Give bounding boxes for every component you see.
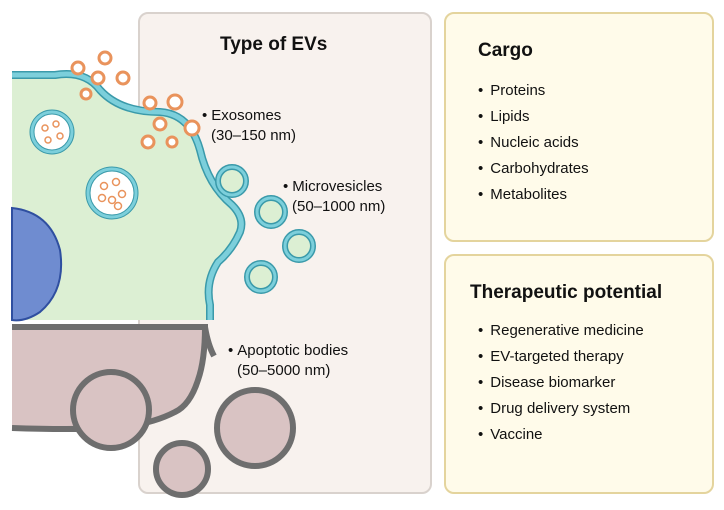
microvesicles (215, 164, 316, 294)
list-item: Proteins (478, 78, 589, 104)
bullet: • (202, 107, 208, 124)
exosomes (70, 50, 201, 150)
apoptotic-bodies (70, 369, 296, 498)
ev-types-title: Type of EVs (220, 34, 328, 55)
apoptotic-membrane (202, 326, 217, 358)
apoptotic-label: •Apoptotic bodies (50–5000 nm) (228, 341, 348, 381)
list-item: Drug delivery system (478, 396, 644, 422)
list-item: Regenerative medicine (478, 318, 643, 344)
exosomes-size: (30–150 nm) (211, 127, 297, 144)
list-item: Vaccine (478, 422, 644, 448)
exosomes-name: Exosomes (211, 107, 282, 124)
cargo-title: Cargo (478, 40, 533, 61)
list-item: Nucleic acids (478, 130, 589, 156)
list-item: Metabolites (478, 182, 589, 208)
microvesicles-label: •Microvesicles (50–1000 nm) (283, 177, 385, 217)
cell-membrane-inner (12, 71, 244, 320)
microvesicles-name: Microvesicles (292, 178, 383, 195)
nucleus (11, 206, 63, 322)
bullet: • (228, 342, 234, 359)
list-item: Lipids (478, 104, 589, 130)
multivesicular-body (29, 109, 75, 155)
multivesicular-body (85, 166, 139, 220)
list-item: Disease biomarker (478, 370, 644, 396)
exosomes-label: •Exosomes (30–150 nm) (202, 106, 296, 146)
cargo-list: Proteins Lipids Nucleic acids Carbohydra… (478, 78, 589, 208)
therapeutic-title: Therapeutic potential (470, 282, 663, 303)
list-item: EV-targeted therapy (478, 344, 644, 370)
therapeutic-list: Regenerative medicine EV-targeted therap… (478, 318, 644, 448)
apoptotic-name: Apoptotic bodies (237, 342, 349, 359)
microvesicles-size: (50–1000 nm) (292, 198, 386, 215)
apoptotic-size: (50–5000 nm) (237, 362, 331, 379)
bullet: • (283, 178, 289, 195)
list-item: Carbohydrates (478, 156, 588, 182)
